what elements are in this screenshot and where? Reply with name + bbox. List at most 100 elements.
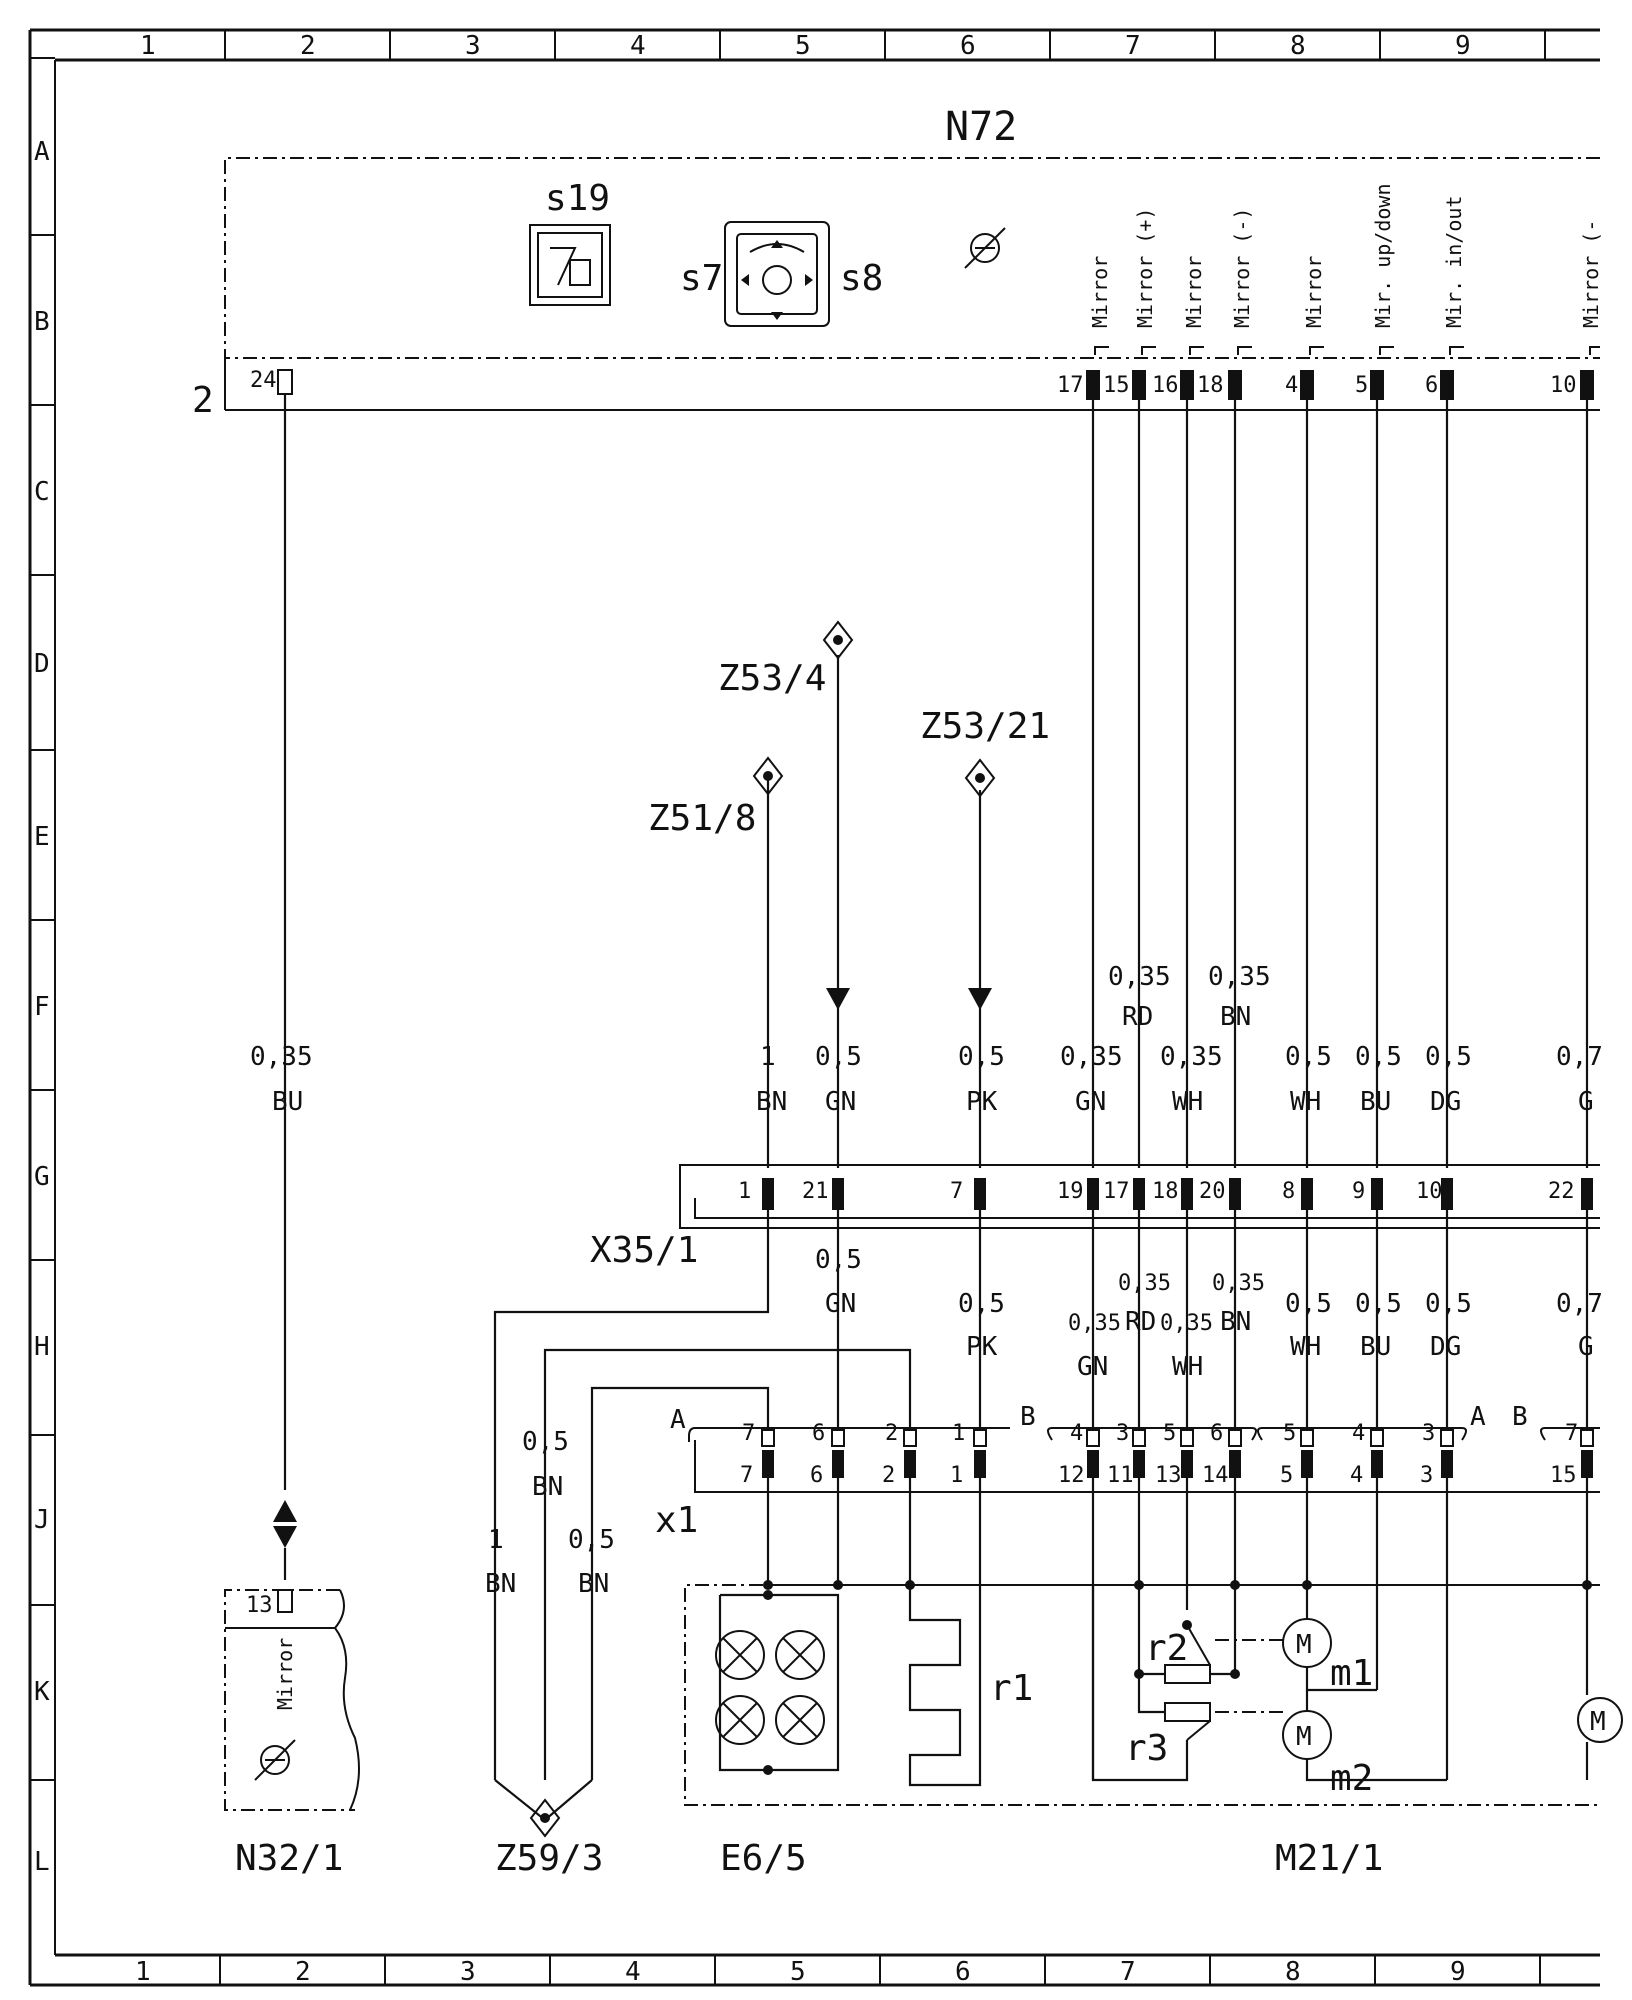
l10-size: 0,5 (1425, 1289, 1472, 1319)
right-motor-symbol: M (1590, 1707, 1606, 1737)
grid-row-b: B (34, 307, 50, 337)
l17-color: RD (1125, 1307, 1156, 1337)
z51-8-splice: Z51/8 (648, 756, 784, 839)
w24-size: 0,35 (250, 1042, 313, 1072)
x1-connector: x1 A B A B 7 6 2 1 4 3 5 6 5 4 3 7 (655, 1402, 1600, 1541)
wz534-size: 0,5 (815, 1042, 862, 1072)
w17-color: GN (1075, 1087, 1106, 1117)
l8-size: 0,5 (1285, 1289, 1332, 1319)
grid-col-5-bottom: 5 (790, 1957, 806, 1987)
wz51-size: 1 (760, 1042, 776, 1072)
n72-pins: 24 17 15 16 18 4 5 6 10 (250, 368, 1594, 400)
grid-col-8: 8 (1290, 31, 1306, 61)
x1-bottom-pin-6: 6 (810, 1463, 823, 1488)
n72-pin-15: 15 (1103, 373, 1130, 398)
w18-size: 0,35 (1208, 962, 1271, 992)
bulb-icon (775, 1695, 825, 1745)
grid-col-9-bottom: 9 (1450, 1957, 1466, 1987)
n72-function-mirror-2: Mirror (1182, 256, 1206, 328)
w4-color: WH (1290, 1087, 1321, 1117)
grid-row-h: H (34, 1332, 50, 1362)
x1-pins-bottom: 7 6 2 1 12 11 13 14 5 4 3 15 (740, 1463, 1577, 1488)
n72-pin-10: 10 (1550, 373, 1577, 398)
w5-size: 0,5 (1355, 1042, 1402, 1072)
m21-1-label: M21/1 (1275, 1838, 1383, 1879)
n72-pin-17-connector (1086, 370, 1100, 400)
w18-color: BN (1220, 1002, 1251, 1032)
n32-1-function-mirror: Mirror (273, 1638, 297, 1710)
n72-pin-15-connector (1132, 370, 1146, 400)
x1-pins-top: 7 6 2 1 4 3 5 6 5 4 3 7 (742, 1421, 1578, 1446)
n72-pin-16-connector (1180, 370, 1194, 400)
n32-signal-arrows (273, 1500, 297, 1580)
grid-row-f: F (34, 992, 50, 1022)
n72-pin-4: 4 (1285, 373, 1298, 398)
n72-function-mirror-3: Mirror (1302, 256, 1326, 328)
n32-1-label: N32/1 (235, 1838, 343, 1879)
r3-potentiometer (1164, 1702, 1211, 1722)
s19-switch: s19 (529, 178, 611, 306)
grid-col-9: 9 (1455, 31, 1471, 61)
w15-color: RD (1122, 1002, 1153, 1032)
grid-row-k: K (34, 1677, 50, 1707)
n72-pin-6-connector (1440, 370, 1454, 400)
e6-5-lamp-group: E6/5 (715, 1590, 840, 1879)
n72-sensor-icon (964, 227, 1006, 269)
x1-bottom-pin-15: 15 (1550, 1463, 1577, 1488)
l20-size: 0,35 (1212, 1271, 1265, 1296)
x35-pin-10: 10 (1416, 1179, 1443, 1204)
x1-plug-a-right: A (1470, 1402, 1486, 1432)
n72-pin-18-connector (1228, 370, 1242, 400)
wz5321-color: PK (966, 1087, 998, 1117)
splice-points: Z53/4 Z53/21 Z51/8 (648, 620, 1050, 1010)
n72-connector-number: 2 (192, 380, 214, 421)
grid-col-5: 5 (795, 31, 811, 61)
r2-label: r2 (1145, 1628, 1188, 1669)
n72-function-mirror-minus: Mirror (-) (1230, 208, 1254, 328)
wz51-color: BN (756, 1087, 787, 1117)
grid-row-g: G (34, 1162, 50, 1192)
right-motor-partial: M (1577, 1697, 1623, 1780)
x1-bottom-pin-13: 13 (1155, 1463, 1182, 1488)
l10-color: DG (1430, 1332, 1461, 1362)
x35-pin-21: 21 (802, 1179, 829, 1204)
l19-size: 0,35 (1068, 1311, 1121, 1336)
grid-row-j: J (34, 1505, 50, 1535)
w16-size: 0,35 (1160, 1042, 1223, 1072)
n72-function-mirror-1: Mirror (1088, 256, 1112, 328)
grid-col-6-bottom: 6 (955, 1957, 971, 1987)
n72-pin-4-connector (1300, 370, 1314, 400)
bulb-icon (715, 1630, 765, 1680)
l9-color: BU (1360, 1332, 1391, 1362)
x1-top-pin-7b: 7 (1565, 1421, 1578, 1446)
z59-3-label: Z59/3 (495, 1838, 603, 1879)
n72-function-mirror-minus-2: Mirror (- (1579, 220, 1603, 328)
l8-color: WH (1290, 1332, 1321, 1362)
z53-21-label: Z53/21 (920, 706, 1050, 747)
x1-top-pin-4b: 4 (1352, 1421, 1365, 1446)
x1-bottom-pin-4: 4 (1350, 1463, 1363, 1488)
x1-top-pin-3: 3 (1116, 1421, 1129, 1446)
e6-5-label: E6/5 (720, 1838, 807, 1879)
n72-pin-10-connector (1580, 370, 1594, 400)
wz5321-size: 0,5 (958, 1042, 1005, 1072)
drawing-frame (28, 28, 1600, 1987)
grid-rows: A B C D E F G H J K L (34, 137, 50, 1877)
l9-size: 0,5 (1355, 1289, 1402, 1319)
x1-bottom-pin-5: 5 (1280, 1463, 1293, 1488)
m21-1-mirror-motors: r2 r3 M m1 M m2 M21/1 (1091, 1585, 1447, 1879)
g3-color: BN (578, 1569, 609, 1599)
l22-size: 0,7 (1556, 1289, 1603, 1319)
w17-size: 0,35 (1060, 1042, 1123, 1072)
l18-color: WH (1172, 1352, 1203, 1382)
grid-col-4: 4 (630, 31, 646, 61)
x35-1-connector: X35/1 1 21 7 19 17 18 20 8 9 10 22 (590, 1164, 1600, 1271)
x35-pin-1: 1 (738, 1179, 751, 1204)
bulb-icon (715, 1695, 765, 1745)
r1-heater-element: r1 (908, 1585, 1033, 1787)
grid-columns-top: 1 2 3 4 5 6 7 8 9 (140, 31, 1471, 61)
x1-top-pin-5: 5 (1163, 1421, 1176, 1446)
x35-pin-17: 17 (1103, 1179, 1130, 1204)
x35-pin-7: 7 (950, 1179, 963, 1204)
w24-color: BU (272, 1087, 303, 1117)
